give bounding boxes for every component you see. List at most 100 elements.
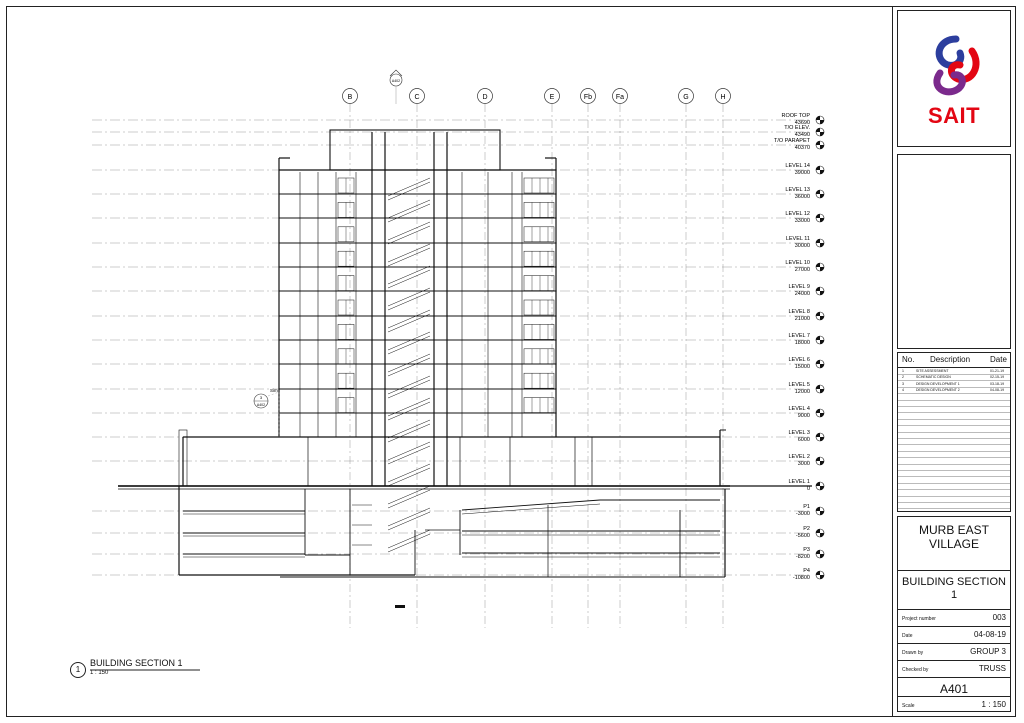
building-line bbox=[387, 507, 431, 527]
building-element bbox=[523, 226, 555, 243]
level-marker-fill bbox=[816, 166, 824, 174]
detail-callout-number: 3 bbox=[260, 395, 263, 400]
level-elevation: 39000 bbox=[795, 170, 810, 176]
building-line bbox=[387, 181, 431, 201]
grid-bubble-Fb bbox=[580, 88, 596, 104]
level-elevation: -5600 bbox=[796, 533, 810, 539]
building-line bbox=[387, 221, 431, 241]
level-marker-fill bbox=[816, 529, 824, 537]
building-line bbox=[387, 423, 431, 443]
building-line bbox=[387, 313, 431, 333]
level-marker-fill bbox=[816, 457, 824, 465]
building-line bbox=[387, 489, 431, 509]
project-field-label: Date bbox=[902, 633, 913, 639]
drawing-sheet-border bbox=[6, 6, 1016, 717]
building-line bbox=[387, 353, 431, 373]
level-elevation: 43490 bbox=[795, 132, 810, 138]
building-line bbox=[387, 225, 431, 245]
revision-row bbox=[898, 406, 1010, 414]
rev-header-no: No. bbox=[902, 355, 915, 364]
level-name: LEVEL 14 bbox=[785, 163, 810, 169]
level-name: LEVEL 5 bbox=[788, 382, 810, 388]
revision-date: 02-15-19 bbox=[990, 375, 1005, 380]
building-line bbox=[387, 463, 431, 483]
section-arrow-icon bbox=[389, 69, 403, 77]
level-name: LEVEL 4 bbox=[788, 406, 810, 412]
level-elevation: -3000 bbox=[796, 511, 810, 517]
revision-row bbox=[898, 432, 1010, 439]
level-marker-fill bbox=[816, 190, 824, 198]
sait-logo-icon bbox=[933, 35, 980, 96]
level-elevation: 12000 bbox=[795, 389, 810, 395]
level-name: ROOF TOP bbox=[781, 113, 810, 119]
revisions-header: No. Description Date bbox=[898, 353, 1010, 368]
grid-label-E: E bbox=[550, 94, 555, 101]
building-line bbox=[387, 287, 431, 307]
level-elevation: -8200 bbox=[796, 554, 810, 560]
level-name: LEVEL 7 bbox=[788, 333, 810, 339]
level-elevation: 9000 bbox=[798, 413, 810, 419]
building-line bbox=[387, 357, 431, 377]
grid-bubble-Fa bbox=[612, 88, 628, 104]
building-element bbox=[329, 129, 501, 171]
revision-row bbox=[898, 400, 1010, 407]
level-marker-fill bbox=[816, 409, 824, 417]
building-line bbox=[387, 397, 431, 417]
building-element bbox=[523, 348, 555, 365]
level-marker-fill bbox=[816, 141, 824, 149]
revision-row bbox=[898, 438, 1010, 446]
level-elevation: 0 bbox=[807, 486, 810, 492]
building-line bbox=[461, 499, 601, 511]
level-marker-fill bbox=[816, 287, 824, 295]
revision-date: 03-18-19 bbox=[990, 381, 1005, 386]
level-elevation: 3000 bbox=[798, 461, 810, 467]
view-name: BUILDING SECTION 1 bbox=[90, 658, 183, 668]
revision-row bbox=[898, 394, 1010, 401]
level-name: P4 bbox=[803, 568, 810, 574]
level-elevation: 33000 bbox=[795, 218, 810, 224]
building-line bbox=[387, 335, 431, 355]
grid-bubble-D bbox=[477, 88, 493, 104]
building-line bbox=[387, 331, 431, 351]
revision-no: 3 bbox=[902, 381, 904, 386]
grid-label-C: C bbox=[414, 94, 419, 101]
building-line bbox=[387, 203, 431, 223]
level-name: T/O PARAPET bbox=[774, 138, 811, 144]
revision-no: 1 bbox=[902, 369, 904, 373]
level-marker-fill bbox=[816, 214, 824, 222]
level-name: P1 bbox=[803, 504, 810, 510]
building-line bbox=[387, 247, 431, 267]
level-marker-fill bbox=[816, 128, 824, 136]
project-field-value: TRUSS bbox=[978, 664, 1006, 673]
building-line bbox=[387, 243, 431, 263]
revision-row bbox=[898, 451, 1010, 459]
level-elevation: 27000 bbox=[795, 267, 810, 273]
level-marker-fill bbox=[816, 312, 824, 320]
building-element bbox=[523, 250, 555, 267]
level-marker-fill bbox=[816, 433, 824, 441]
north-mark bbox=[395, 605, 405, 608]
building-line bbox=[461, 503, 601, 515]
building-line bbox=[387, 265, 431, 285]
building-line bbox=[387, 177, 431, 197]
level-marker-fill bbox=[816, 116, 824, 124]
level-marker-fill bbox=[816, 571, 824, 579]
project-field-label: Project number bbox=[902, 616, 936, 622]
level-elevation: 15000 bbox=[795, 364, 810, 370]
building-element bbox=[523, 177, 555, 194]
level-marker-fill bbox=[816, 482, 824, 490]
scale-row: Scale 1 : 150 bbox=[898, 696, 1010, 714]
building-element bbox=[523, 397, 555, 413]
level-elevation: 43690 bbox=[795, 120, 810, 126]
level-elevation: 21000 bbox=[795, 316, 810, 322]
revision-row bbox=[898, 458, 1010, 465]
revision-date: 01-21-19 bbox=[990, 369, 1005, 373]
revision-date: 04-08-19 bbox=[990, 388, 1005, 393]
